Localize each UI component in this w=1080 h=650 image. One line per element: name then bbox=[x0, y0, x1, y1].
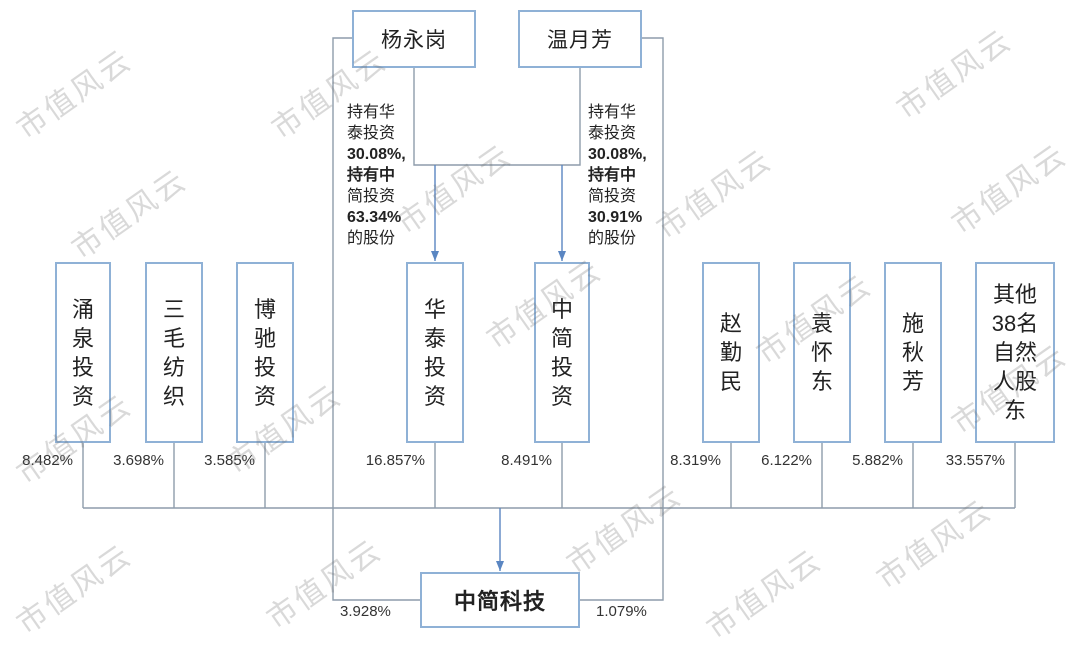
shareholder-name: 博驰投资 bbox=[253, 296, 276, 409]
share-percentage: 8.491% bbox=[501, 452, 552, 469]
note-line: 泰投资 bbox=[588, 125, 637, 142]
share-percentage: 8.319% bbox=[670, 452, 721, 469]
yang-direct-holding-line bbox=[332, 37, 420, 601]
note-line: 持有中 bbox=[347, 167, 396, 184]
note-line: 30.08%, bbox=[347, 146, 406, 163]
share-percentage: 5.882% bbox=[852, 452, 903, 469]
note-line: 的股份 bbox=[588, 230, 637, 247]
shareholder-name: 其他38名自然人股东 bbox=[991, 282, 1039, 423]
note-line: 30.91% bbox=[588, 209, 643, 226]
owner-box-wen-yuefang: 温月芳 bbox=[518, 10, 642, 68]
shareholder-box-zhongjian-investment: 中简投资 bbox=[534, 262, 590, 443]
shareholder-box-shi-qiufang: 施秋芳 bbox=[884, 262, 942, 443]
shareholder-name: 施秋芳 bbox=[901, 311, 924, 394]
note-line: 简投资 bbox=[347, 188, 396, 205]
shareholder-box-sanmao-textile: 三毛纺织 bbox=[145, 262, 203, 443]
shareholder-box-yongquan-investment: 涌泉投资 bbox=[55, 262, 111, 443]
shareholder-box-bochi-investment: 博驰投资 bbox=[236, 262, 294, 443]
wen-direct-holding-line bbox=[580, 37, 664, 601]
yang-direct-share-percentage: 3.928% bbox=[340, 603, 391, 620]
share-percentage: 8.482% bbox=[22, 452, 73, 469]
share-percentage: 16.857% bbox=[365, 452, 425, 469]
note-line: 泰投资 bbox=[347, 125, 396, 142]
note-line: 持有华 bbox=[347, 104, 396, 121]
note-line: 持有华 bbox=[588, 104, 637, 121]
shareholder-name: 袁怀东 bbox=[810, 311, 833, 394]
note-line: 30.08%, bbox=[588, 146, 647, 163]
note-line: 63.34% bbox=[347, 209, 402, 226]
owner-box-yang-yonggang: 杨永岗 bbox=[352, 10, 476, 68]
owner-name: 温月芳 bbox=[547, 29, 613, 52]
note-line: 持有中 bbox=[588, 167, 637, 184]
share-percentage: 6.122% bbox=[761, 452, 812, 469]
shareholder-name: 涌泉投资 bbox=[71, 296, 94, 409]
shareholder-box-yuan-huaidong: 袁怀东 bbox=[793, 262, 851, 443]
company-box-zhongjian-technology: 中简科技 bbox=[420, 572, 580, 628]
company-name: 中简科技 bbox=[453, 589, 546, 614]
shareholder-box-other-individuals: 其他38名自然人股东 bbox=[975, 262, 1055, 443]
shareholder-name: 三毛纺织 bbox=[162, 296, 185, 409]
shareholder-name: 华泰投资 bbox=[423, 296, 446, 409]
note-line: 简投资 bbox=[588, 188, 637, 205]
shareholder-box-zhao-qinmin: 赵勤民 bbox=[702, 262, 760, 443]
shareholder-name: 赵勤民 bbox=[719, 311, 742, 394]
owner-name: 杨永岗 bbox=[381, 29, 447, 52]
share-percentage: 3.698% bbox=[113, 452, 164, 469]
holding-note-yang: 持有华 泰投资 30.08%, 持有中 简投资 63.34% 的股份 bbox=[347, 102, 406, 249]
owners-joint-connector bbox=[413, 68, 581, 166]
wen-direct-share-percentage: 1.079% bbox=[596, 603, 647, 620]
holding-note-wen: 持有华 泰投资 30.08%, 持有中 简投资 30.91% 的股份 bbox=[588, 102, 647, 249]
share-percentage: 33.557% bbox=[945, 452, 1005, 469]
note-line: 的股份 bbox=[347, 230, 396, 247]
shareholder-name: 中简投资 bbox=[550, 296, 573, 409]
shareholder-box-huatai-investment: 华泰投资 bbox=[406, 262, 464, 443]
share-percentage: 3.585% bbox=[204, 452, 255, 469]
